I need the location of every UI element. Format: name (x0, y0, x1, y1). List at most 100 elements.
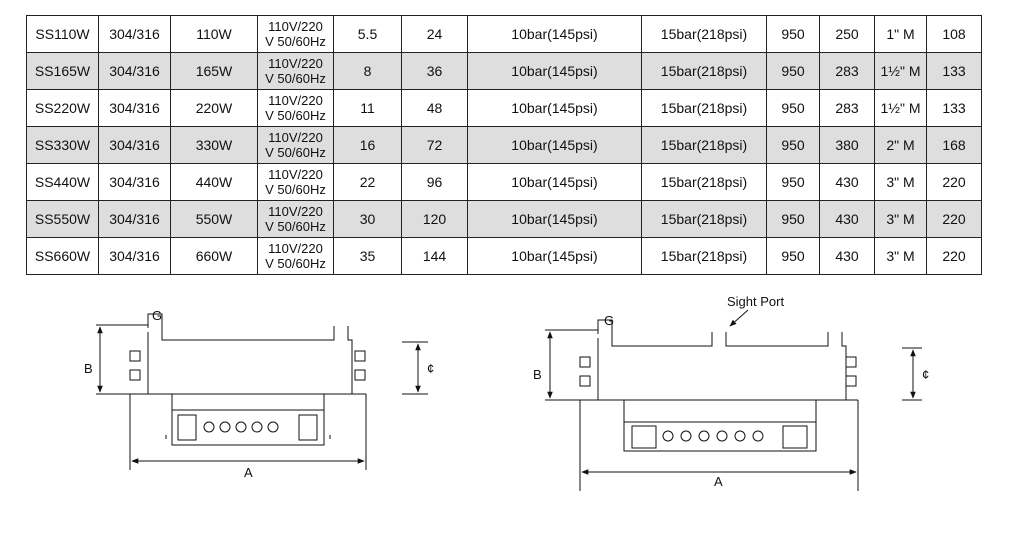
voltage-line-1: 110V/220 (268, 19, 323, 34)
uv-sterilizer-diagram-right (545, 309, 922, 491)
capacity-cell: 36 (401, 52, 468, 90)
voltage-line-1: 110V/220 (268, 241, 323, 256)
working-pressure-cell: 10bar(145psi) (467, 200, 642, 238)
left-label-g: G (152, 308, 162, 323)
power-cell: 220W (170, 89, 258, 127)
diameter-cell: 220 (926, 163, 982, 201)
power-cell: 550W (170, 200, 258, 238)
working-pressure-cell: 10bar(145psi) (467, 52, 642, 90)
length-cell: 950 (766, 126, 820, 164)
flow-cell: 30 (333, 200, 402, 238)
test-pressure-cell: 15bar(218psi) (641, 89, 767, 127)
flow-cell: 11 (333, 89, 402, 127)
flow-cell: 8 (333, 52, 402, 90)
length-cell: 950 (766, 15, 820, 53)
voltage-line-2: V 50/60Hz (265, 256, 326, 271)
model-cell: SS330W (26, 126, 99, 164)
connection-cell: 2" M (874, 126, 927, 164)
capacity-cell: 120 (401, 200, 468, 238)
connection-cell: 3" M (874, 200, 927, 238)
flow-cell: 16 (333, 126, 402, 164)
capacity-cell: 96 (401, 163, 468, 201)
working-pressure-cell: 10bar(145psi) (467, 15, 642, 53)
test-pressure-cell: 15bar(218psi) (641, 15, 767, 53)
flow-cell: 5.5 (333, 15, 402, 53)
working-pressure-cell: 10bar(145psi) (467, 126, 642, 164)
length-cell: 950 (766, 89, 820, 127)
capacity-cell: 24 (401, 15, 468, 53)
connection-cell: 3" M (874, 237, 927, 275)
power-cell: 165W (170, 52, 258, 90)
connection-cell: 1½" M (874, 52, 927, 90)
right-label-b: B (533, 367, 542, 382)
voltage-line-1: 110V/220 (268, 56, 323, 71)
uv-sterilizer-diagram-left (96, 313, 428, 470)
left-label-b: B (84, 361, 93, 376)
material-cell: 304/316 (98, 15, 171, 53)
height-cell: 283 (819, 89, 875, 127)
voltage-line-1: 110V/220 (268, 167, 323, 182)
working-pressure-cell: 10bar(145psi) (467, 237, 642, 275)
height-cell: 380 (819, 126, 875, 164)
test-pressure-cell: 15bar(218psi) (641, 163, 767, 201)
height-cell: 430 (819, 163, 875, 201)
connection-cell: 1" M (874, 15, 927, 53)
length-cell: 950 (766, 200, 820, 238)
capacity-cell: 48 (401, 89, 468, 127)
height-cell: 250 (819, 15, 875, 53)
diameter-cell: 133 (926, 89, 982, 127)
voltage-line-2: V 50/60Hz (265, 71, 326, 86)
diameter-cell: 108 (926, 15, 982, 53)
voltage-line-2: V 50/60Hz (265, 108, 326, 123)
voltage-line-1: 110V/220 (268, 130, 323, 145)
power-cell: 330W (170, 126, 258, 164)
voltage-line-2: V 50/60Hz (265, 145, 326, 160)
material-cell: 304/316 (98, 89, 171, 127)
material-cell: 304/316 (98, 126, 171, 164)
right-label-a: A (714, 474, 723, 489)
test-pressure-cell: 15bar(218psi) (641, 52, 767, 90)
height-cell: 430 (819, 200, 875, 238)
dimension-diagrams: G B ¢ A Sight Port G B ¢ A (84, 294, 929, 491)
model-cell: SS110W (26, 15, 99, 53)
left-label-c: ¢ (427, 361, 434, 376)
diameter-cell: 220 (926, 200, 982, 238)
flow-cell: 22 (333, 163, 402, 201)
capacity-cell: 72 (401, 126, 468, 164)
power-cell: 110W (170, 15, 258, 53)
left-label-a: A (244, 465, 253, 480)
voltage-line-2: V 50/60Hz (265, 182, 326, 197)
working-pressure-cell: 10bar(145psi) (467, 89, 642, 127)
diameter-cell: 168 (926, 126, 982, 164)
model-cell: SS660W (26, 237, 99, 275)
right-label-c: ¢ (922, 367, 929, 382)
material-cell: 304/316 (98, 163, 171, 201)
material-cell: 304/316 (98, 52, 171, 90)
material-cell: 304/316 (98, 237, 171, 275)
working-pressure-cell: 10bar(145psi) (467, 163, 642, 201)
height-cell: 430 (819, 237, 875, 275)
voltage-line-2: V 50/60Hz (265, 34, 326, 49)
diameter-cell: 133 (926, 52, 982, 90)
length-cell: 950 (766, 163, 820, 201)
power-cell: 440W (170, 163, 258, 201)
connection-cell: 1½" M (874, 89, 927, 127)
material-cell: 304/316 (98, 200, 171, 238)
length-cell: 950 (766, 237, 820, 275)
model-cell: SS220W (26, 89, 99, 127)
test-pressure-cell: 15bar(218psi) (641, 200, 767, 238)
capacity-cell: 144 (401, 237, 468, 275)
voltage-line-1: 110V/220 (268, 204, 323, 219)
length-cell: 950 (766, 52, 820, 90)
